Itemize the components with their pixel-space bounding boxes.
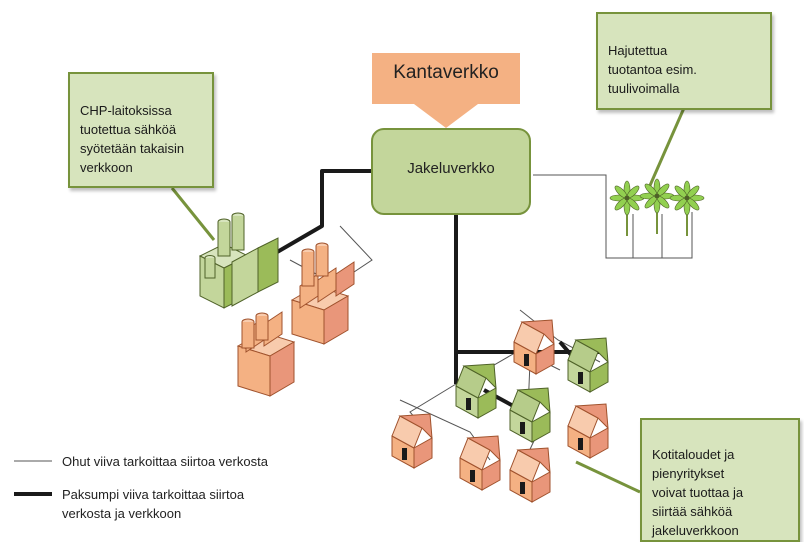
chp-callout: CHP-laitoksissa tuotettua sähköä syötetä… [68, 72, 214, 188]
chp-callout-text: CHP-laitoksissa tuotettua sähköä syötetä… [80, 103, 185, 175]
kantaverkko-label: Kantaverkko [393, 62, 499, 83]
wind-callout: Hajutettua tuotantoa esim. tuulivoimalla [596, 12, 772, 110]
wind-turbines [609, 178, 705, 237]
legend-thin-text: Ohut viiva tarkoittaa siirtoa verkosta [62, 454, 268, 469]
thin-connection-lines [289, 174, 693, 461]
chp-plant [198, 212, 279, 309]
jakeluverkko-box [371, 128, 531, 215]
homes-callout-pointer [575, 460, 641, 494]
wind-callout-pointer [646, 107, 686, 191]
chp-callout-pointer [170, 187, 216, 241]
jakeluverkko-label: Jakeluverkko [407, 160, 495, 177]
homes-callout: Kotitaloudet ja pienyritykset voivat tuo… [640, 418, 800, 542]
orange-factory-2 [236, 311, 296, 397]
wind-callout-text: Hajutettua tuotantoa esim. tuulivoimalla [608, 43, 697, 96]
homes-callout-text: Kotitaloudet ja pienyritykset voivat tuo… [652, 447, 744, 538]
kantaverkko-arrow [372, 53, 520, 128]
orange-factory-1 [290, 242, 355, 345]
legend-thick-text: Paksumpi viiva tarkoittaa siirtoa verkos… [62, 487, 245, 521]
